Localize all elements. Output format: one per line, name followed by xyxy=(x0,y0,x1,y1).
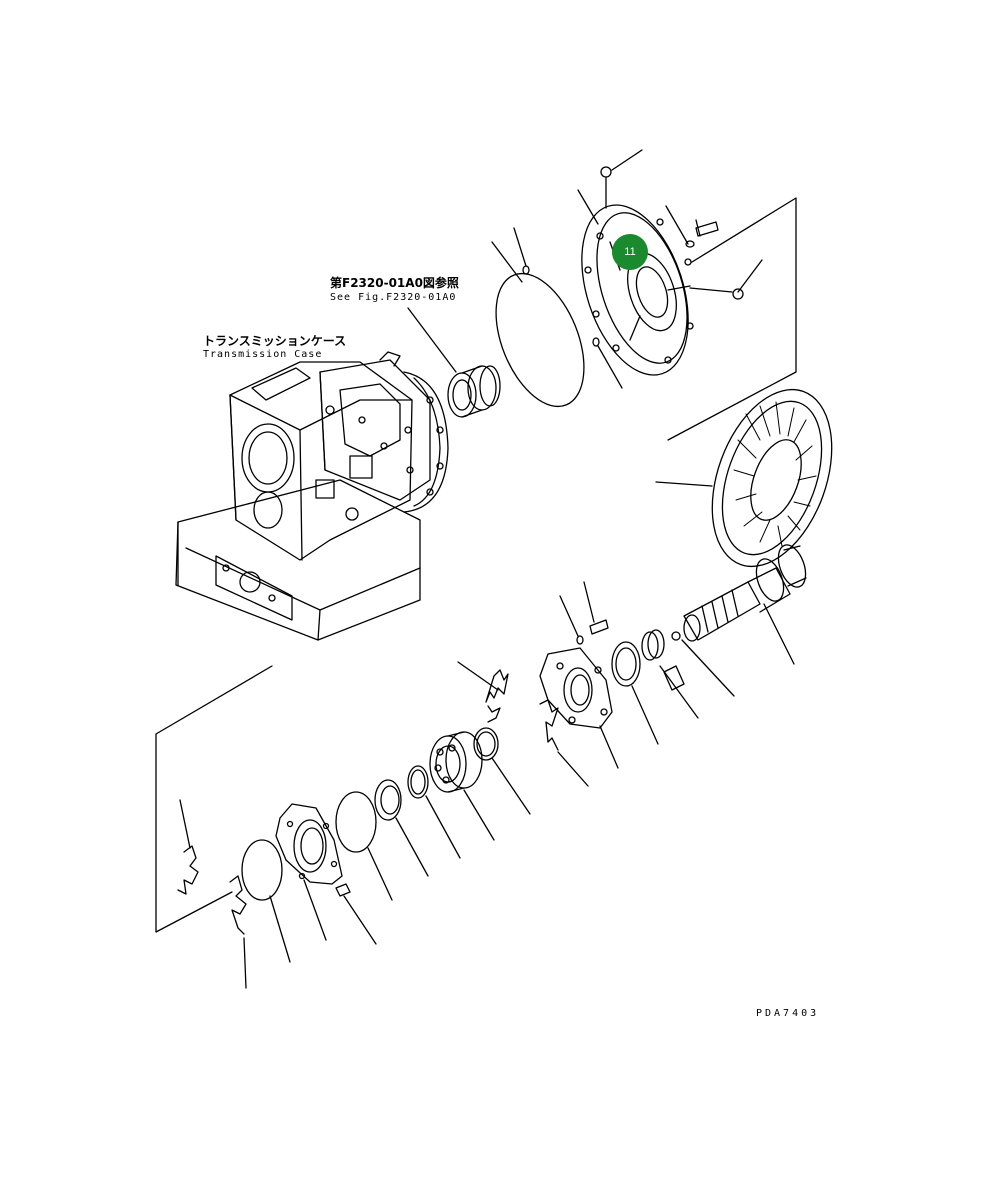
ball-bearing xyxy=(430,732,494,840)
o-ring-small xyxy=(242,840,290,962)
snap-ring-a xyxy=(474,728,530,814)
case-label-jp: トランスミッションケース xyxy=(203,334,347,348)
case-label-en: Transmission Case xyxy=(203,349,323,360)
shim-set-upper xyxy=(458,662,508,722)
gear-ring xyxy=(656,373,854,583)
bolts-upper xyxy=(601,150,762,299)
o-ring-large xyxy=(479,228,622,419)
drawing-code: PDA7403 xyxy=(756,1008,820,1019)
bearing-cone xyxy=(612,642,658,744)
bolt-retainer xyxy=(560,582,608,644)
transmission-case xyxy=(176,352,448,640)
nut-small xyxy=(672,632,734,696)
part-callout-11[interactable]: 11 xyxy=(612,234,648,270)
reference-label-jp: 第F2320-01A0図参照 xyxy=(330,276,459,290)
pump-housing xyxy=(562,190,708,389)
shim-set-lower xyxy=(178,800,246,988)
spacer xyxy=(642,630,698,718)
plug xyxy=(336,884,376,944)
o-ring-medium xyxy=(336,792,392,900)
shim-set-middle xyxy=(540,700,588,786)
retainer-cover xyxy=(540,648,618,768)
bracket-line-lower xyxy=(156,666,272,932)
pinion-shaft xyxy=(684,541,811,664)
snap-ring-b xyxy=(408,766,460,858)
bracket-line-upper xyxy=(668,198,796,440)
bearing-race xyxy=(375,780,428,876)
reference-label-en: See Fig.F2320-01A0 xyxy=(330,292,457,303)
end-cover xyxy=(276,804,342,940)
seal-sleeve xyxy=(408,308,500,417)
